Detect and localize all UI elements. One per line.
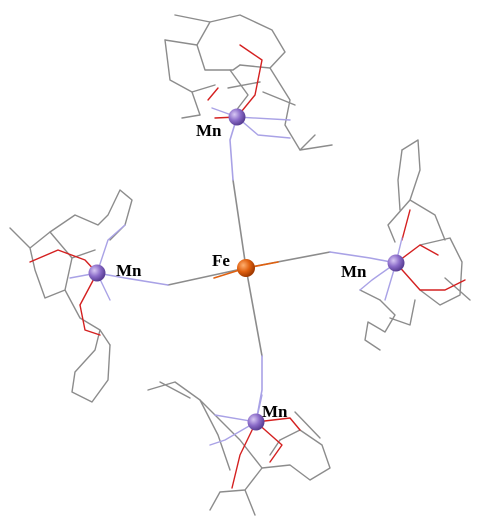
mn-atom-top [228,108,246,126]
label-fe-center: Fe [212,251,230,270]
mn-atom-left [88,264,106,282]
mn-unit-bottom [147,381,331,516]
label-mn-bottom: Mn [262,402,288,421]
mn-unit-right [359,139,471,351]
mn-atom-bottom [247,413,265,431]
label-mn-left: Mn [116,261,142,280]
bridge-bonds [96,116,397,423]
fe-atom [237,259,255,277]
mn-unit-left [9,189,133,403]
mn-unit-top [164,14,333,151]
mn-atom-right [387,254,405,272]
label-mn-right: Mn [341,262,367,281]
label-mn-top: Mn [196,121,222,140]
